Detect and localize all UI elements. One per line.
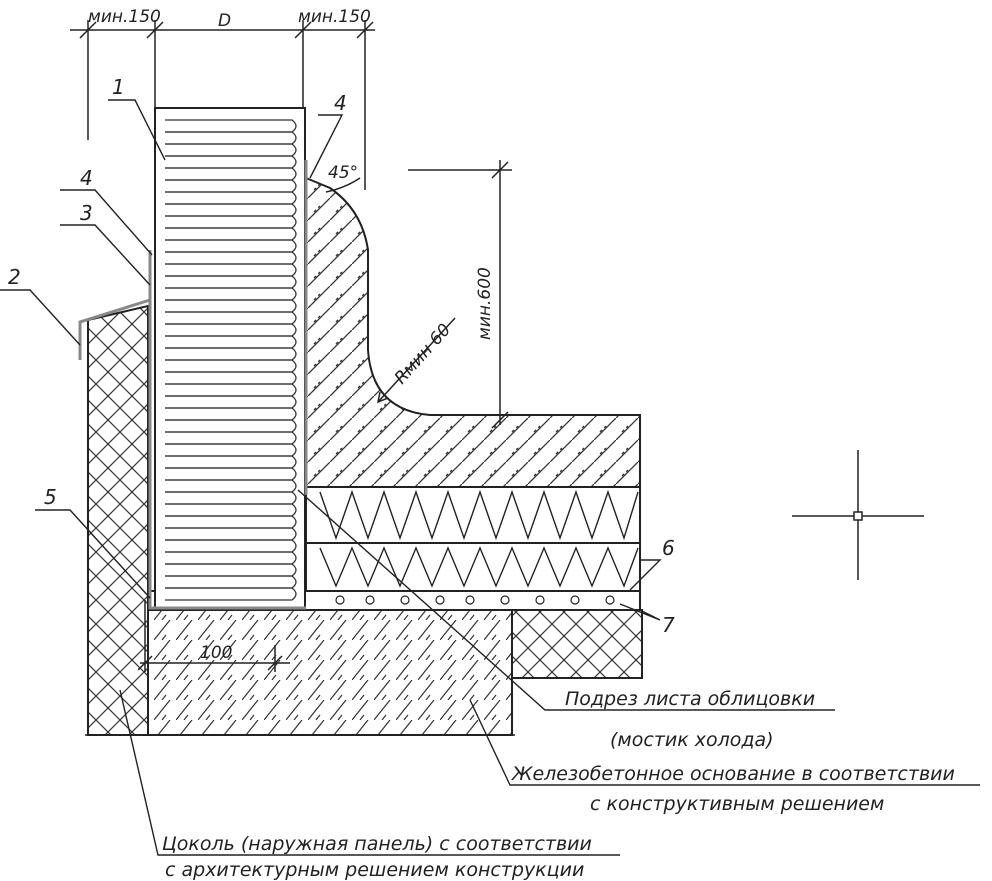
plinth-panel — [87, 304, 149, 736]
insulation-wave — [165, 587, 297, 601]
callout-4-top: 4 — [334, 91, 347, 115]
note-base-line2: с конструктивным решением — [590, 793, 884, 815]
callout-5: 5 — [44, 485, 57, 509]
radius-label: Rмин 60 — [391, 320, 455, 388]
facing-sheet — [78, 160, 308, 610]
radius-leader — [376, 317, 456, 404]
dim-min-right: мин.150 — [298, 7, 371, 27]
callout-6: 6 — [662, 536, 675, 560]
callout-leaders — [0, 99, 980, 856]
dim-min-left: мин.150 — [88, 7, 161, 27]
vertical-insulation — [154, 107, 306, 609]
insulation-layer-bottom — [305, 542, 641, 592]
angle-label: 45° — [328, 163, 358, 183]
dim-d: D — [218, 11, 231, 31]
callout-7: 7 — [662, 613, 675, 637]
brick-block-right — [511, 609, 643, 679]
dimension-100 — [137, 600, 290, 672]
note-plinth-line2: с архитектурным решением конструкции — [165, 859, 584, 881]
callout-4-left: 4 — [80, 166, 93, 190]
callout-2: 2 — [8, 265, 21, 289]
note-base-line1: Железобетонное основание в соответствии — [511, 763, 955, 785]
dim-100: 100 — [200, 643, 232, 663]
crosshair-icon — [792, 450, 924, 580]
callout-1: 1 — [112, 75, 125, 99]
dimension-height — [408, 160, 512, 429]
callout-3: 3 — [80, 201, 93, 225]
note-plinth-line1: Цоколь (наружная панель) с соответствии — [162, 833, 592, 855]
concrete-wall-slab — [305, 176, 641, 488]
insulation-layer-top — [305, 486, 641, 544]
angle-45 — [325, 177, 361, 193]
dimension-top — [70, 20, 375, 190]
dim-min-height: мин.600 — [475, 267, 495, 340]
rc-foundation — [147, 609, 513, 736]
note-cut-line2: (мостик холода) — [610, 729, 774, 751]
note-cut-line1: Подрез листа облицовки — [565, 688, 815, 710]
